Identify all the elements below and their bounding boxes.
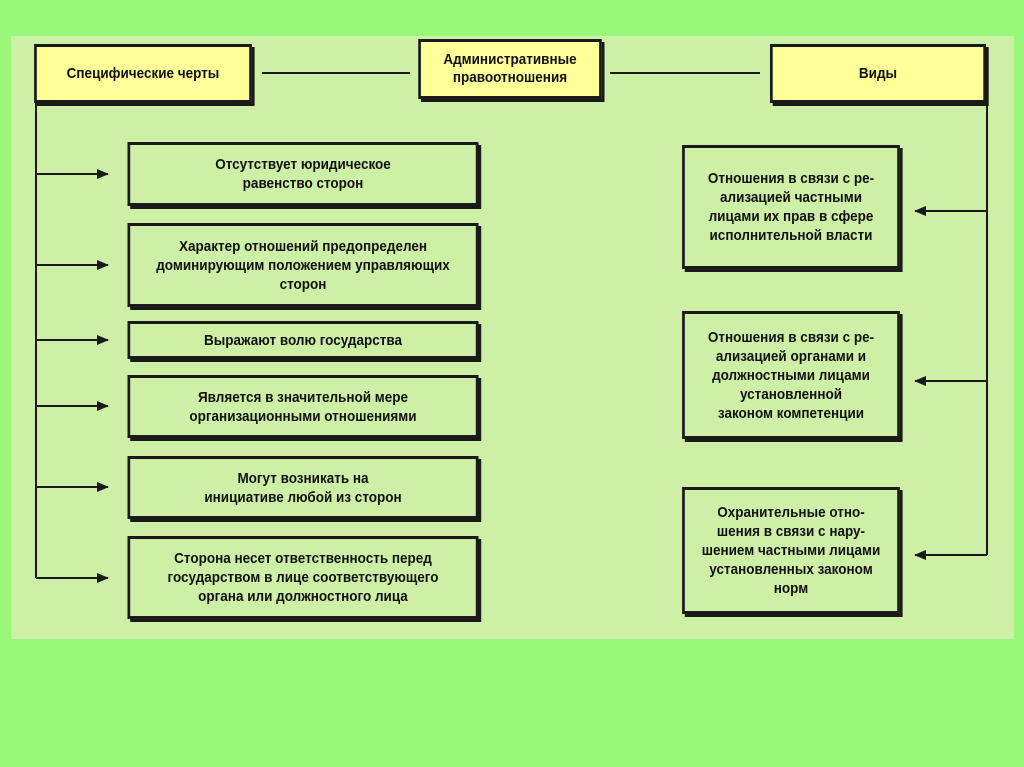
left-item-5: Могут возникать на инициативе любой из с… bbox=[127, 456, 479, 519]
left-header-box: Специфические черты bbox=[34, 44, 252, 103]
right-item-text: Отношения в связи с ре- ализацией частны… bbox=[707, 170, 875, 244]
left-header-label: Специфические черты bbox=[66, 65, 220, 82]
left-item-4: Является в значительной мере организацио… bbox=[127, 375, 479, 438]
center-title-box: Административные правоотношения bbox=[418, 39, 602, 99]
left-item-1: Отсутствует юридическое равенство сторон bbox=[127, 142, 479, 206]
left-item-text: Могут возникать на инициативе любой из с… bbox=[204, 469, 402, 506]
left-item-2: Характер отношений предопределен доминир… bbox=[127, 223, 479, 307]
right-header-box: Виды bbox=[770, 44, 986, 103]
right-item-1: Отношения в связи с ре- ализацией частны… bbox=[682, 145, 900, 269]
left-item-text: Является в значительной мере организацио… bbox=[189, 388, 417, 425]
right-item-text: Отношения в связи с ре- ализацией органа… bbox=[707, 328, 875, 422]
left-item-text: Характер отношений предопределен доминир… bbox=[156, 237, 450, 293]
right-item-text: Охранительные отно- шения в связи с нару… bbox=[701, 504, 881, 597]
left-item-6: Сторона несет ответственность перед госу… bbox=[127, 536, 479, 619]
left-item-text: Отсутствует юридическое равенство сторон bbox=[215, 156, 391, 192]
right-header-label: Виды bbox=[858, 65, 898, 82]
center-title: Административные правоотношения bbox=[443, 51, 577, 86]
right-item-3: Охранительные отно- шения в связи с нару… bbox=[682, 487, 900, 614]
left-item-text: Выражают волю государства bbox=[204, 331, 402, 349]
left-item-3: Выражают волю государства bbox=[127, 321, 479, 359]
left-item-text: Сторона несет ответственность перед госу… bbox=[167, 550, 439, 605]
right-item-2: Отношения в связи с ре- ализацией органа… bbox=[682, 311, 900, 439]
